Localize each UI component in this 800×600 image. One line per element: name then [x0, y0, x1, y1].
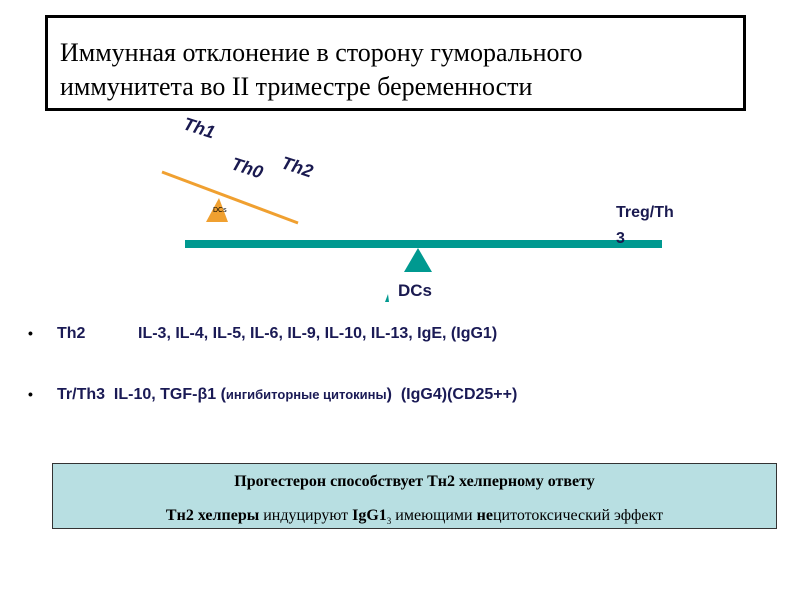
main-fulcrum	[404, 248, 432, 272]
treg-line-2: 3	[616, 230, 625, 247]
label-dcs-small: DCs	[213, 207, 227, 214]
bullet-text-end: ) (IgG4)(CD25++)	[386, 386, 518, 403]
bullet-icon: •	[28, 386, 33, 402]
treg-line-1: Treg/Th	[616, 204, 674, 221]
note-bold: не	[476, 507, 493, 524]
bullet-text: IL-10, TGF-β1 (	[113, 386, 226, 403]
slide-title: Иммунная отклонение в сторону гуморально…	[60, 36, 583, 104]
bullet-icon: •	[28, 325, 33, 341]
note-text: имеющими	[391, 507, 477, 524]
note-sub: 3	[386, 516, 392, 527]
label-dcs: DCs	[398, 281, 433, 300]
note-text: индуцируют	[259, 507, 353, 524]
title-box: Иммунная отклонение в сторону гуморально…	[45, 15, 746, 111]
title-line-2: иммунитета во II триместре беременности	[60, 72, 533, 101]
note-line-1: Прогестерон способствует Тн2 хелперному …	[234, 473, 595, 490]
note-box: Прогестерон способствует Тн2 хелперному …	[52, 463, 777, 529]
label-treg-th3: Treg/Th 3	[616, 200, 674, 252]
note-bold: Тн2 хелперы	[165, 507, 260, 524]
title-line-1: Иммунная отклонение в сторону гуморально…	[60, 38, 583, 67]
bullet-name: Tr/Th3	[57, 386, 106, 403]
th-tilted-beam	[161, 170, 299, 225]
small-teal-mark	[385, 294, 389, 302]
note-text: цитотоксический эффект	[492, 507, 664, 524]
bullet-text-small: ингибиторные цитокины	[225, 387, 387, 402]
note-line-2: Тн2 хелперы индуцируют IgG13 имеющими не…	[53, 507, 776, 526]
note-bold: IgG1	[352, 507, 387, 524]
bullet-tr-th3: • Tr/Th3 IL-10, TGF-β1 (ингибиторные цит…	[28, 386, 517, 458]
main-beam	[185, 240, 662, 248]
bullet-name: Th2	[57, 325, 86, 342]
bullet-th2: • Th2 IL-3, IL-4, IL-5, IL-6, IL-9, IL-1…	[28, 325, 497, 415]
bullet-text: IL-3, IL-4, IL-5, IL-6, IL-9, IL-10, IL-…	[138, 325, 498, 342]
small-fulcrum	[206, 198, 228, 222]
bullet-content: Tr/Th3 IL-10, TGF-β1 (ингибиторные циток…	[57, 386, 517, 404]
